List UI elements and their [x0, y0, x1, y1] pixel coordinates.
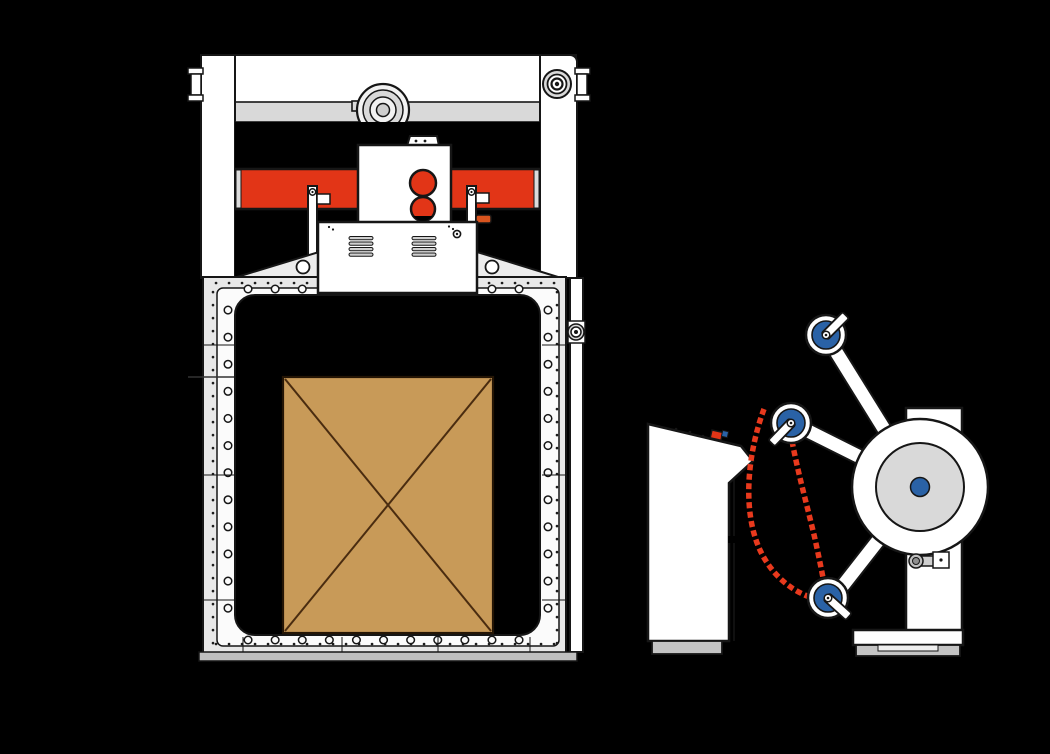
machine-housing-side [646, 422, 755, 655]
strap-sensor [475, 214, 492, 224]
press-bar-endcap-left [235, 169, 242, 209]
box-diagonal [284, 378, 492, 632]
package-box [281, 375, 495, 635]
left-mount-bracket [187, 67, 204, 102]
corner-bearing [542, 69, 572, 99]
housing-screw-dot [674, 427, 678, 431]
gusset-right-hole [484, 259, 500, 275]
housing-dot [451, 227, 455, 231]
track-rivets [211, 281, 560, 650]
pin-screw-dot [311, 190, 314, 194]
bracket-bar [576, 73, 588, 96]
bracket-flange-top [574, 67, 591, 75]
pin-screw-dot [470, 190, 473, 194]
side-bearing-center [574, 330, 578, 334]
gusset-left-hole [295, 259, 311, 275]
roller-hub [375, 102, 391, 118]
housing-dot [331, 228, 335, 231]
bracket-screw [414, 139, 418, 143]
housing-feet [651, 640, 723, 655]
right-mount-bracket [574, 67, 591, 102]
strap-loop [746, 408, 828, 603]
motor-housing [236, 220, 559, 295]
strapping-machine-front-view [187, 54, 591, 662]
guide-pulley-middle [768, 401, 813, 447]
pulley-screw-dot [789, 421, 793, 425]
sealing-head [356, 135, 453, 232]
strap-loop-inner [789, 440, 828, 590]
housing-dot [447, 225, 451, 228]
housing-screw-dot [688, 430, 692, 434]
pulley-screw-dot [826, 596, 830, 600]
sealing-head-body [356, 143, 453, 232]
housing-screw-dot [701, 434, 705, 438]
pin-tab [475, 192, 490, 204]
bearing-center [554, 81, 560, 87]
stand-feet-notch [877, 644, 939, 652]
pin-tab [316, 193, 331, 205]
strap-entry-guide [709, 429, 724, 442]
bracket-flange-bottom [187, 94, 204, 102]
press-bar-endcap-right [533, 169, 540, 209]
coil-hub [909, 476, 931, 498]
housing-dot [327, 225, 331, 229]
pin-bar [307, 185, 318, 257]
motor-housing-body [316, 220, 479, 295]
tension-knob [908, 551, 950, 569]
feed-roller-upper [408, 168, 438, 198]
knob-plate-dot [939, 558, 943, 562]
stand-base [851, 628, 965, 647]
left-column [200, 54, 236, 279]
strap-entry-roller [720, 429, 730, 439]
guide-pulley-bottom [806, 576, 852, 621]
bracket-flange-top [187, 67, 204, 75]
bracket-screw [423, 139, 427, 143]
feed-roller-lower-shadow [413, 216, 433, 221]
track-joints [204, 344, 565, 652]
housing-screw-dot [455, 232, 459, 236]
pulley-screw-dot [824, 333, 828, 337]
strap-loop-outer [746, 408, 820, 603]
knob-center [912, 557, 920, 565]
bracket-flange-bottom [574, 94, 591, 102]
bracket-bar [190, 73, 202, 96]
vent-grille-left [348, 236, 374, 257]
vent-grille-right [411, 236, 437, 257]
housing-notch [728, 536, 735, 543]
strap-dispenser-side-view [646, 311, 990, 657]
strap-coil-wheel [850, 417, 990, 557]
housing-body [646, 422, 755, 643]
side-bearing [567, 320, 586, 344]
base-rail [198, 651, 578, 662]
guide-pulley-top [804, 311, 850, 357]
